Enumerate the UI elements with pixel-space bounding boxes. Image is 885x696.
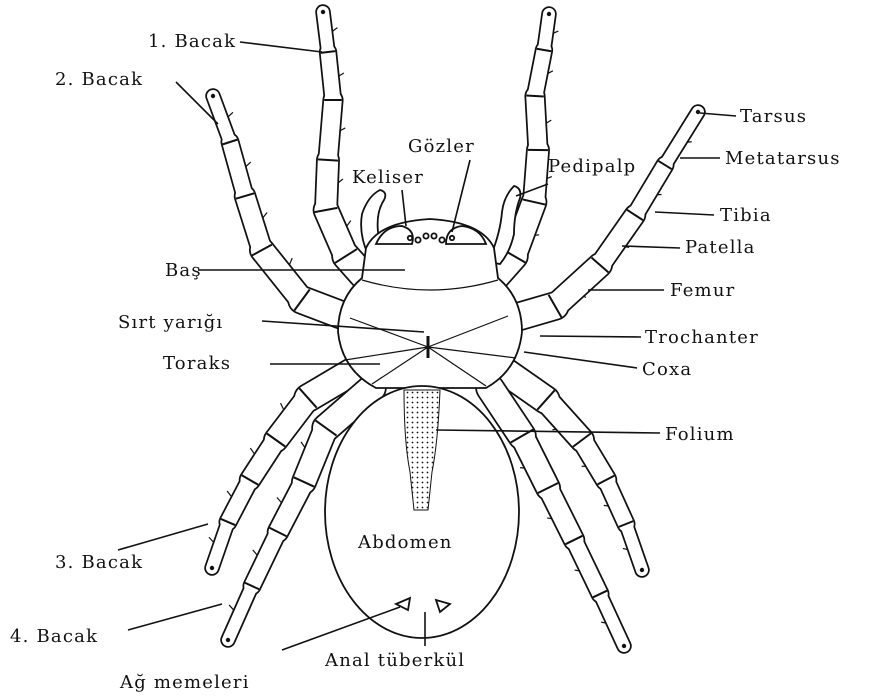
abdomen [325, 386, 519, 638]
leg-1-right-segment [544, 14, 549, 50]
label-eyes: Gözler [408, 136, 475, 157]
leg-3-left-claw [210, 566, 214, 570]
label-thorax: Toraks [163, 353, 231, 374]
label-abdomen: Abdomen [357, 532, 453, 553]
leg-4-right-claw [622, 644, 626, 648]
label-femur: Femur [670, 280, 735, 301]
leader-line-trochanter [540, 336, 641, 337]
label-metatarsus: Metatarsus [725, 148, 841, 169]
leg-2-right-claw [696, 110, 700, 114]
label-dorsal-groove: Sırt yarığı [118, 312, 223, 333]
leg-1-right-claw [547, 12, 551, 16]
label-coxa: Coxa [642, 359, 692, 380]
eye [423, 233, 428, 238]
leg-1-left-joint [318, 159, 338, 160]
label-chelicerae: Keliser [352, 167, 424, 188]
eye [408, 236, 412, 240]
label-leg4: 4. Bacak [10, 626, 98, 647]
leg-3-right-claw [640, 568, 644, 572]
label-patella: Patella [685, 237, 756, 258]
label-leg2: 2. Bacak [55, 69, 143, 90]
eye [450, 236, 454, 240]
label-tibia: Tibia [720, 205, 772, 226]
leg-3-right-spine [604, 505, 608, 506]
leg-1-right-segment [535, 96, 538, 150]
label-folium: Folium [665, 424, 735, 445]
leg-2-left-claw [211, 94, 215, 98]
label-tarsus: Tarsus [740, 106, 807, 127]
eye [415, 237, 420, 242]
leg-1-right-segment [535, 50, 544, 96]
leg-4-right-spine [547, 518, 551, 519]
label-pedipalp: Pedipalp [548, 156, 636, 177]
leg-3-right-spine [552, 429, 555, 430]
label-trochanter: Trochanter [645, 327, 759, 348]
leg-1-left-segment [323, 12, 328, 52]
label-anal-tubercle: Anal tüberkül [324, 650, 465, 671]
leg-1-right-joint [526, 95, 544, 96]
eye [431, 233, 436, 238]
label-leg3: 3. Bacak [55, 552, 143, 573]
leg-1-left-claw [321, 10, 325, 14]
leg-4-right-spine [575, 570, 579, 571]
label-leg1: 1. Bacak [148, 31, 236, 52]
eye [439, 237, 444, 242]
leg-1-left-segment [328, 52, 333, 100]
leg-4-right-spine [601, 622, 606, 623]
leg-1-left-segment [328, 100, 333, 160]
label-head: Baş [165, 260, 202, 281]
label-spinnerets: Ağ memeleri [119, 672, 250, 693]
leg-4-left-claw [226, 638, 230, 642]
